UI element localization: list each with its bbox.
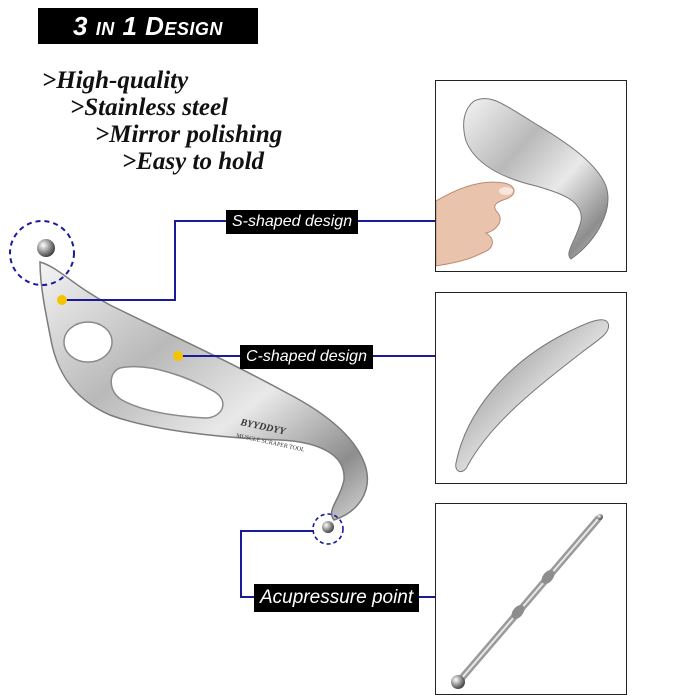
bottom-dashed-circle — [312, 513, 344, 545]
photo-s-shaped-in-hand — [435, 80, 627, 272]
feature-item-stainless-steel: >Stainless steel — [70, 94, 229, 121]
title-text: 3 in 1 Design — [73, 10, 223, 41]
feature-item-easy-to-hold: >Easy to hold — [122, 148, 265, 175]
feature-item-mirror-polishing: >Mirror polishing — [95, 121, 283, 148]
label-s-shaped: S-shaped design — [226, 210, 359, 234]
photo1-hand — [436, 181, 515, 267]
photo-acupressure-rod — [435, 503, 627, 695]
top-dashed-circle — [9, 220, 75, 286]
marker-dot-c-shaped — [173, 351, 183, 361]
title-banner: 3 in 1 Design — [38, 8, 258, 44]
photo3-rod-ball — [451, 675, 465, 689]
top-ball-tip — [37, 239, 55, 257]
marker-dot-s-shaped — [57, 295, 67, 305]
photo-c-shaped-edge — [435, 292, 627, 484]
photo1-tool-shape — [463, 98, 609, 260]
bottom-ball-tip — [322, 521, 334, 533]
label-acupressure: Acupressure point — [254, 584, 420, 612]
label-c-shaped: C-shaped design — [240, 345, 373, 369]
tool-hole-round — [63, 321, 113, 363]
tool-hole-slot — [110, 366, 224, 419]
photo2-tool-shape — [455, 319, 610, 472]
feature-item-high-quality: >High-quality — [42, 67, 189, 94]
